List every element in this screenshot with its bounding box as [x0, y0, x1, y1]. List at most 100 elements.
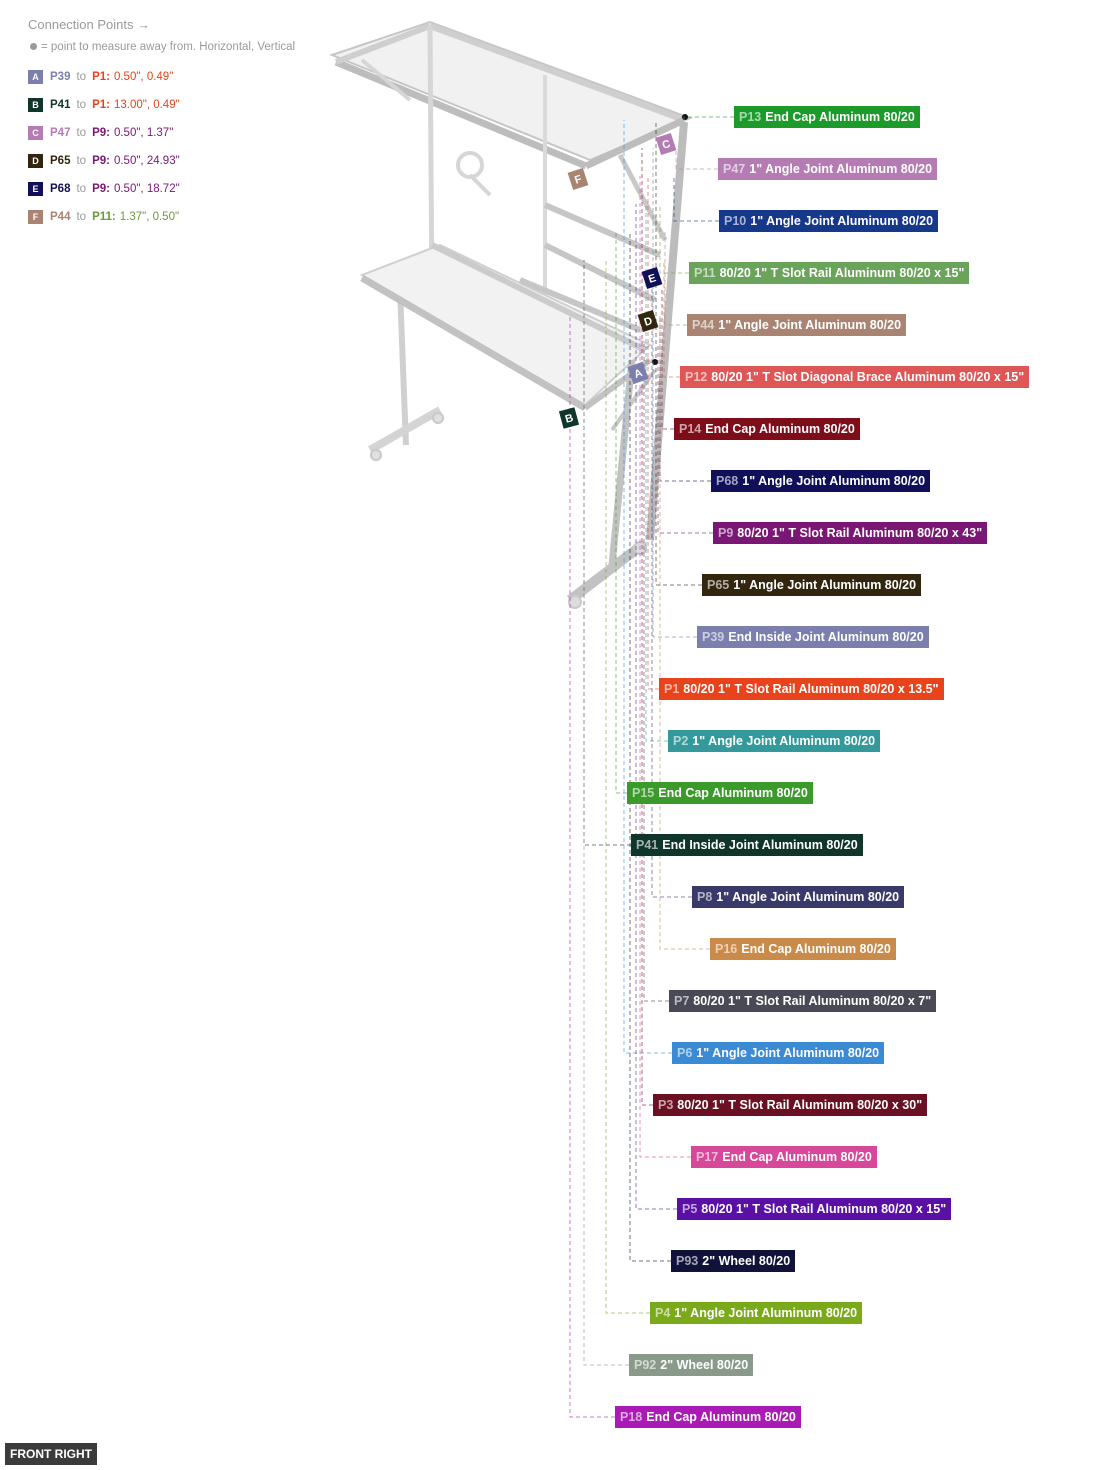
part-name: 1" Angle Joint Aluminum 80/20	[742, 474, 926, 488]
callout-badge	[627, 361, 649, 385]
part-name: 1" Angle Joint Aluminum 80/20	[674, 1306, 858, 1320]
callout-b: B	[558, 407, 580, 429]
clamp-detail	[456, 151, 484, 179]
legend-from: P47	[50, 127, 71, 139]
callout-letter: D	[643, 315, 654, 329]
part-id: P13	[739, 110, 762, 124]
part-name: End Inside Joint Aluminum 80/20	[728, 630, 924, 644]
legend-to-word: to	[76, 71, 87, 83]
part-name: End Cap Aluminum 80/20	[646, 1410, 796, 1424]
leader-line	[655, 120, 702, 586]
legend-to-word: to	[76, 183, 87, 195]
leader-line	[605, 260, 650, 1314]
view-label: FRONT RIGHT	[5, 1443, 97, 1465]
callout-letter: C	[661, 138, 672, 152]
legend-subtitle-text: = point to measure away from. Horizontal…	[41, 41, 296, 53]
legend-from: P65	[50, 155, 71, 167]
leader-line	[641, 148, 653, 1106]
legend-to-word: to	[76, 127, 87, 139]
leader-line	[659, 204, 689, 274]
callout-d: D	[637, 309, 659, 333]
legend-target: P9:	[92, 155, 110, 167]
legend-to-word: to	[76, 211, 87, 223]
leader-line	[569, 316, 615, 1418]
legend-value: 0.50", 0.49"	[113, 71, 174, 83]
legend-target: P9:	[92, 183, 110, 195]
part-name: 80/20 1" T Slot Diagonal Brace Aluminum …	[711, 370, 1025, 384]
legend-to-word: to	[76, 155, 87, 167]
mid-rail-1	[543, 202, 662, 258]
callout-letter: A	[633, 367, 645, 381]
part-name: 1" Angle Joint Aluminum 80/20	[733, 578, 917, 592]
part-name: 80/20 1" T Slot Rail Aluminum 80/20 x 15…	[719, 266, 965, 280]
part-name: End Inside Joint Aluminum 80/20	[662, 838, 858, 852]
leader-line	[645, 204, 668, 742]
back-upright-rear	[397, 289, 409, 446]
callout-letter: B	[564, 412, 575, 426]
legend-subtitle: = point to measure away from. Horizontal…	[30, 41, 295, 53]
legend-letter-badge: E	[28, 182, 43, 196]
wheel-front-left	[568, 595, 582, 609]
legend-title: Connection Points →	[28, 17, 151, 32]
diagonal-brace-lower	[610, 368, 657, 432]
legend-from: P44	[50, 211, 71, 223]
legend-value: 13.00", 0.49"	[113, 99, 180, 111]
legend-from: P68	[50, 183, 71, 195]
part-id: P93	[676, 1254, 699, 1268]
part-id: P47	[723, 162, 746, 176]
callout-letter: E	[647, 272, 658, 286]
legend-letter-badge: D	[28, 154, 43, 168]
part-id: P5	[682, 1202, 698, 1216]
leader-line	[615, 232, 627, 794]
callout-badge	[558, 407, 580, 429]
mid-rail-2	[543, 242, 657, 303]
wheel-back-left	[370, 449, 382, 461]
part-id: P10	[724, 214, 747, 228]
callout-badge	[567, 167, 589, 191]
part-name: 80/20 1" T Slot Rail Aluminum 80/20 x 30…	[677, 1098, 923, 1112]
part-name: 1" Angle Joint Aluminum 80/20	[692, 734, 876, 748]
front-upright-2	[608, 359, 636, 566]
part-id: P17	[696, 1150, 719, 1164]
part-id: P18	[620, 1410, 643, 1424]
part-name: 1" Angle Joint Aluminum 80/20	[750, 214, 934, 228]
part-name: 1" Angle Joint Aluminum 80/20	[696, 1046, 880, 1060]
front-upright	[646, 121, 688, 541]
part-name: End Cap Aluminum 80/20	[722, 1150, 872, 1164]
legend-letter-badge: C	[28, 126, 43, 140]
part-id: P44	[692, 318, 715, 332]
legend-to-word: to	[76, 99, 87, 111]
clamp-arm	[468, 173, 492, 197]
legend-value: 0.50", 18.72"	[113, 183, 180, 195]
leader-line	[664, 232, 687, 326]
